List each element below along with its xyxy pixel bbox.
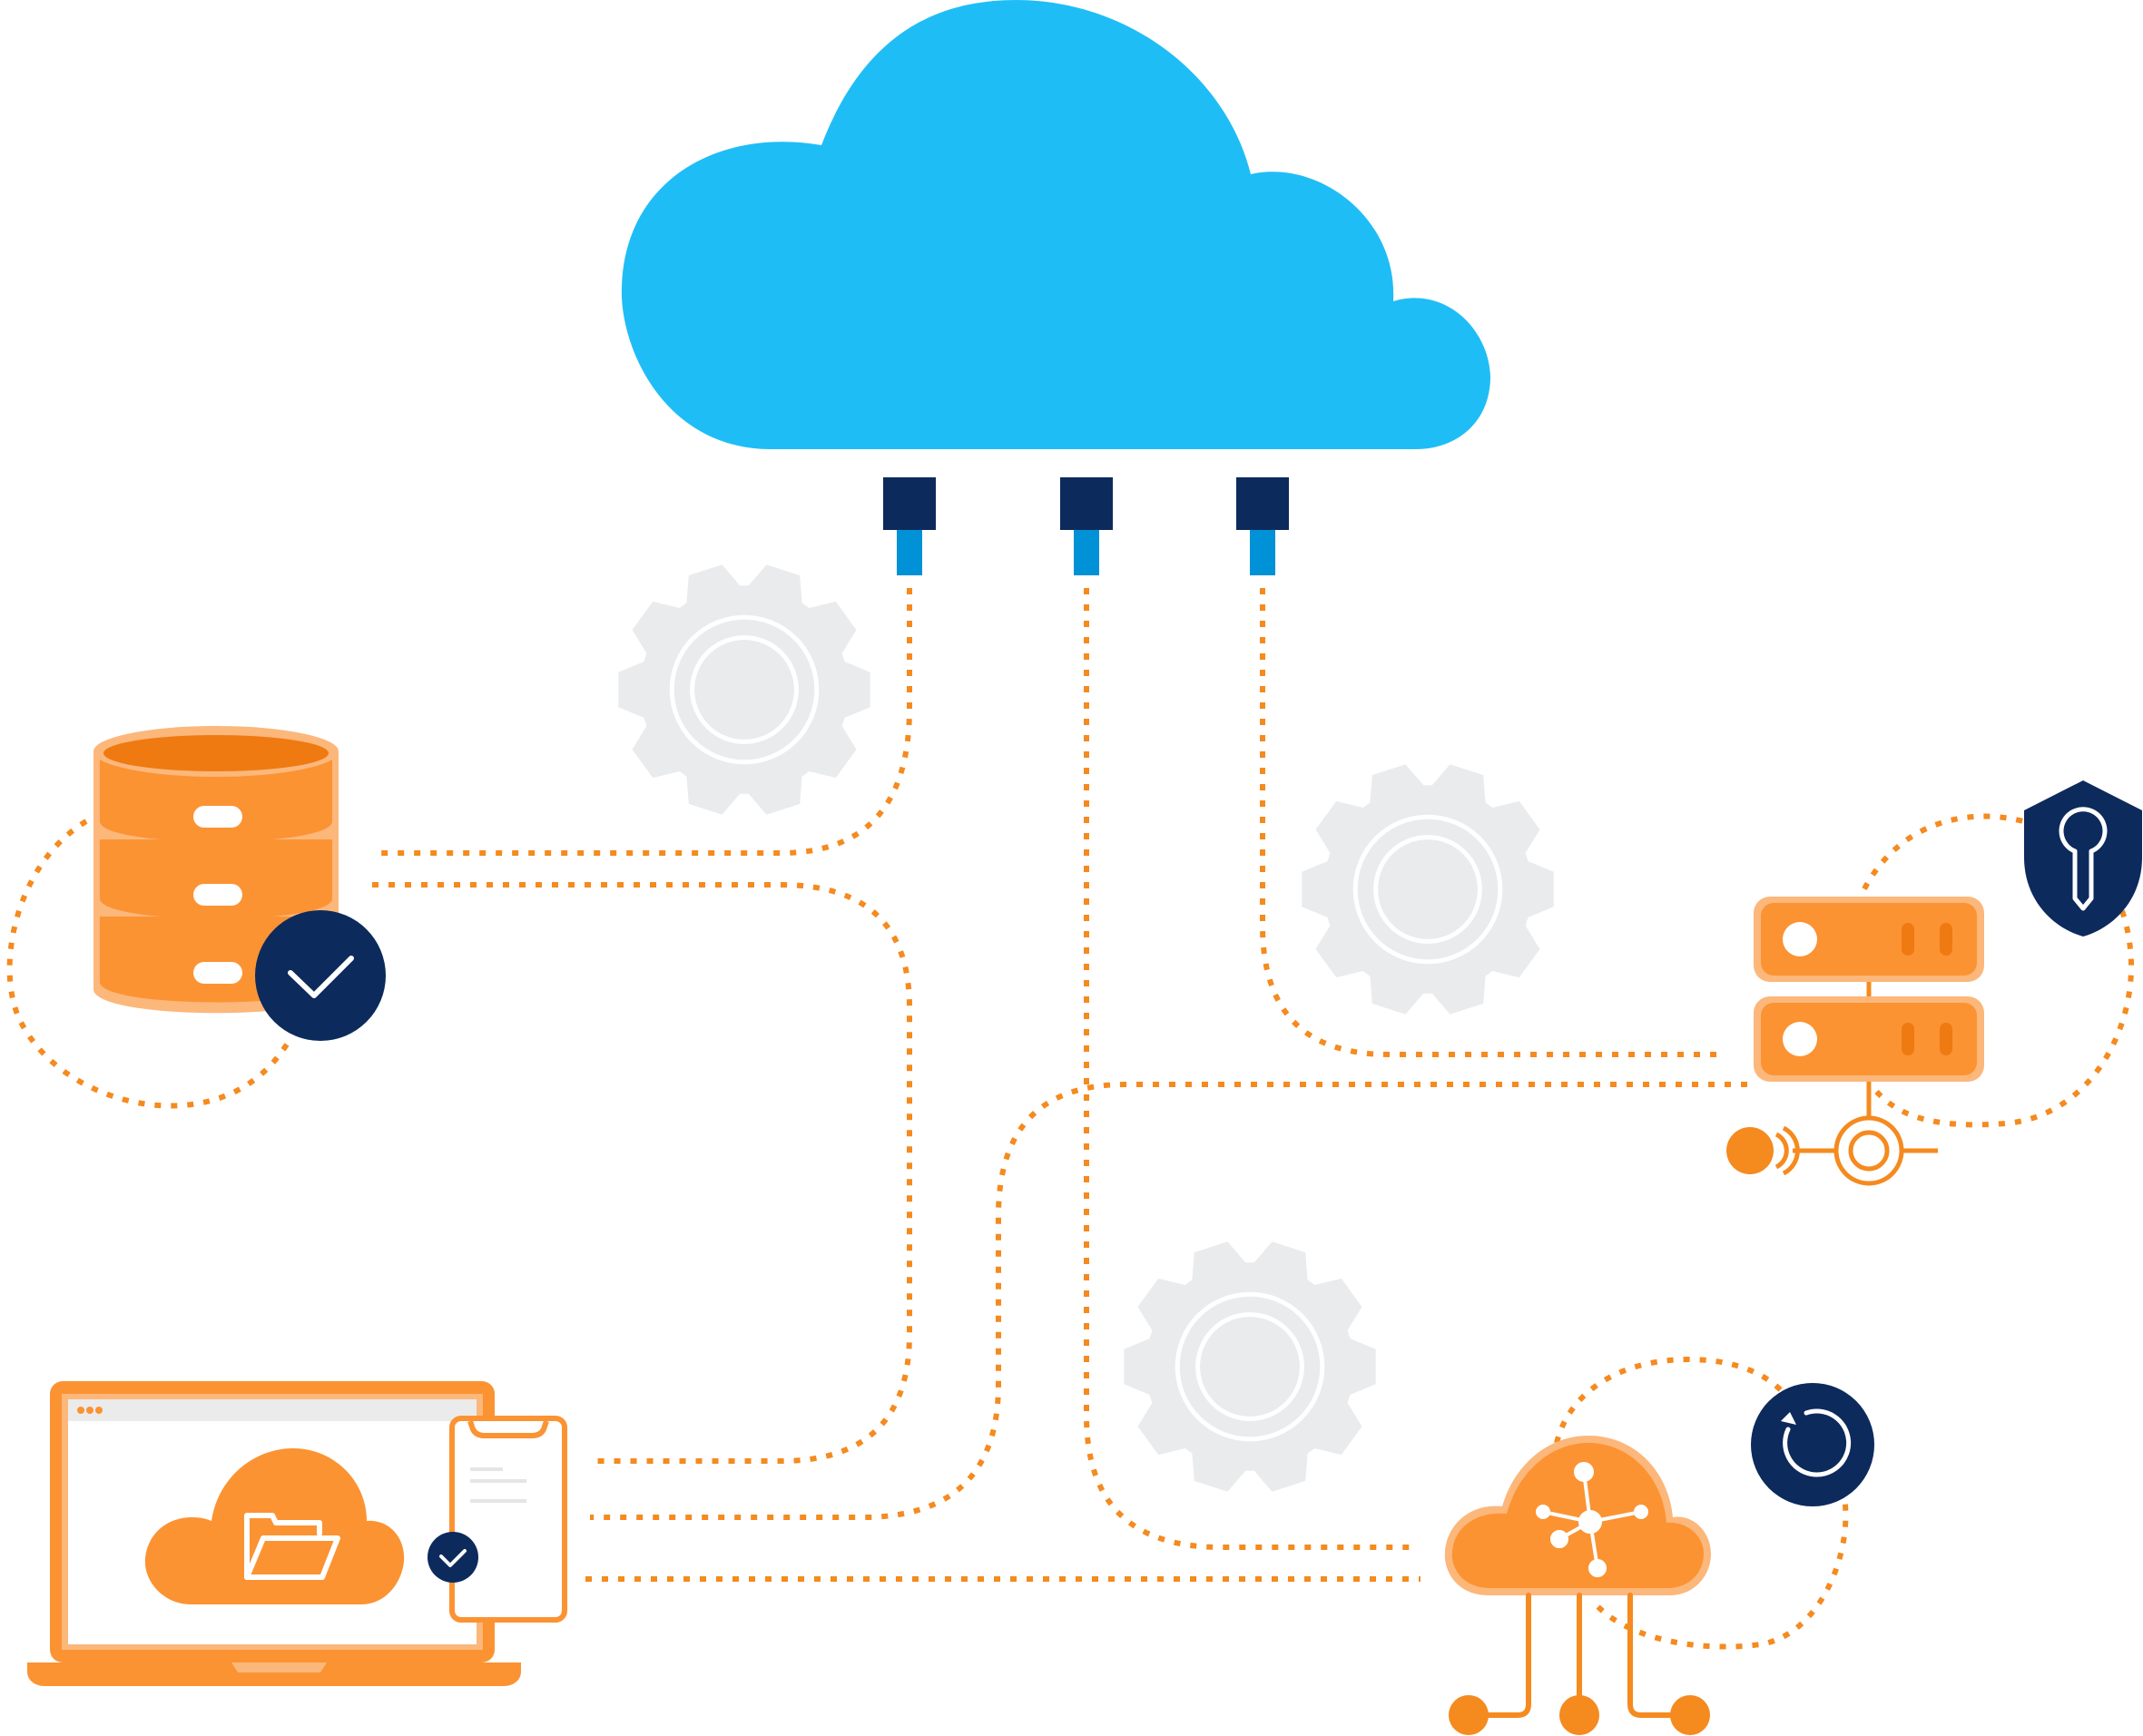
gear-icon bbox=[1302, 764, 1554, 1015]
main-cloud-shape bbox=[621, 0, 1490, 449]
hub-connection-lines bbox=[1449, 1593, 1710, 1735]
gears-group bbox=[618, 564, 1554, 1492]
main-cloud-icon bbox=[621, 0, 1490, 449]
gear-icon bbox=[1124, 1241, 1376, 1492]
folder-cloud-icon bbox=[144, 1448, 405, 1604]
orbit-server bbox=[1844, 813, 2135, 1128]
checkmark-badge-icon bbox=[428, 1532, 478, 1583]
hub-network-graph bbox=[1536, 1462, 1648, 1577]
security-shield-keyhole-icon bbox=[2024, 780, 2142, 937]
connection-paths bbox=[6, 588, 2135, 1650]
database-slot bbox=[193, 884, 242, 906]
path-right-to-server bbox=[1260, 588, 1725, 1057]
checkmark-badge-icon bbox=[255, 910, 386, 1041]
cloud-connectors bbox=[883, 477, 1289, 575]
path-database-to-laptop bbox=[372, 882, 912, 1464]
sync-refresh-icon bbox=[1751, 1383, 1874, 1506]
network-node-icon bbox=[1726, 1082, 1938, 1186]
database-slot bbox=[193, 806, 242, 828]
cloud-network-hub-icon bbox=[1444, 1436, 1711, 1735]
database-slot bbox=[193, 962, 242, 984]
connector-plug-icon bbox=[1060, 477, 1113, 575]
path-server-to-phone bbox=[590, 1082, 1747, 1520]
connector-plug-icon bbox=[883, 477, 936, 575]
path-center-to-hub-cloud bbox=[1084, 588, 1416, 1550]
server-rack-icon bbox=[1754, 897, 1984, 1082]
orbit-database bbox=[6, 819, 293, 1109]
gear-icon bbox=[618, 564, 870, 815]
orbit-hub-cloud bbox=[1554, 1356, 1849, 1650]
mobile-phone-icon bbox=[449, 1416, 567, 1623]
connector-plug-icon bbox=[1236, 477, 1289, 575]
